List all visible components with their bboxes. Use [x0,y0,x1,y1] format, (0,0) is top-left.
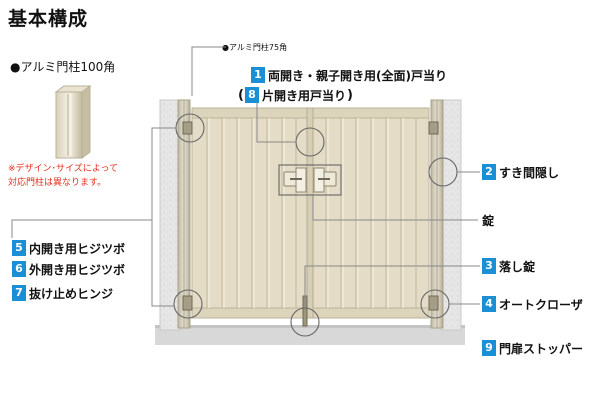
center-stile [306,107,314,319]
note-text: ※デザイン･サイズによって 対応門柱は異なります。 [8,162,118,190]
label-5: 5 内開き用ヒジツボ [12,239,125,257]
left-gate-leaf [191,107,309,319]
label-1-text: 両開き・親子開き用(全面)戸当り [268,68,447,83]
top-left-hinge [182,121,193,135]
right-footing [440,99,462,331]
label-2: 2 すき間隠し [482,163,559,181]
top-right-hinge [428,121,439,135]
label-8: ( 8 片開き用戸当り ) [237,86,354,104]
leader-door-stop [256,88,296,143]
label-3-text: 落し錠 [499,259,536,274]
note-line-1: ※デザイン･サイズによって [8,164,119,174]
badge-9: 9 [482,340,496,356]
label-7-text: 抜け止めヒンジ [29,286,114,301]
badge-8: 8 [244,87,259,103]
leader-hinges [151,127,176,307]
page-title: 基本構成 [8,8,89,30]
bottom-right-hinge [428,295,439,311]
label-6-text: 外開き用ヒジツボ [29,262,126,277]
label-4-text: オートクローザ [499,297,583,312]
label-3: 3 落し錠 [482,257,535,275]
label-8-close: ) [346,87,353,103]
label-4: 4 オートクローザ [482,295,583,313]
label-9: 9 門扉ストッパー [482,339,583,357]
leader-hinge-labels [11,219,140,238]
leader-drop-bolt [304,265,480,308]
leader-post75 [191,46,226,96]
post-illustration [54,85,92,159]
badge-1: 1 [251,67,265,83]
bottom-left-hinge [182,295,193,311]
badge-4: 4 [482,296,496,312]
badge-5: 5 [12,240,26,256]
ground-slab [155,327,465,345]
badge-2: 2 [482,164,496,180]
post-75-label: ●アルミ門柱75角 [222,43,288,52]
label-7: 7 抜け止めヒンジ [12,284,113,302]
label-1: 1 両開き・親子開き用(全面)戸当り [251,66,447,84]
label-8-text: 片開き用戸当り [261,88,346,103]
callout-circle-bottom-left-hinge [173,289,203,319]
label-6: 6 外開き用ヒジツボ [12,260,125,278]
label-9-text: 門扉ストッパー [499,341,584,356]
label-2-text: すき間隠し [499,165,560,180]
label-lock-text: 錠 [482,213,495,228]
label-5-text: 内開き用ヒジツボ [29,241,126,256]
badge-6: 6 [12,261,26,277]
label-8-open: ( [238,87,244,103]
label-lock: 錠 [482,211,494,229]
note-line-2: 対応門柱は異なります。 [8,178,107,188]
leader-lock [312,195,478,221]
badge-7: 7 [12,285,26,301]
badge-3: 3 [482,258,496,274]
callout-box-lock [278,164,342,196]
post-100-label: ●アルミ門柱100角 [10,60,116,74]
